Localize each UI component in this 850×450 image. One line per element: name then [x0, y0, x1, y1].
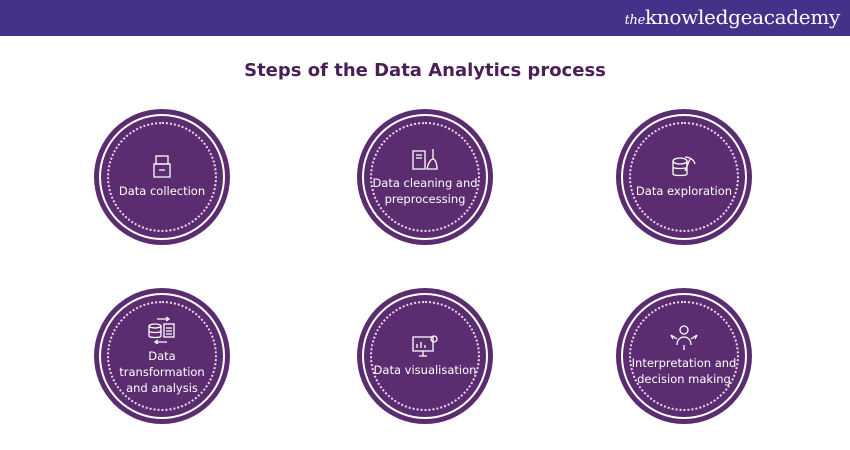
database-pickaxe-icon — [672, 156, 696, 177]
person-decision-icon — [670, 325, 698, 350]
step-label: Interpretation and decision making — [631, 356, 737, 386]
step-label: Data collection — [118, 184, 206, 198]
step-data-exploration: Data exploration — [616, 109, 752, 245]
step-label: Data transformation and analysis — [119, 349, 205, 395]
page-title: Steps of the Data Analytics process — [244, 60, 606, 81]
folder-documents-icon — [153, 155, 171, 178]
document-broom-icon — [412, 149, 438, 170]
brand-logo[interactable]: theknowledgeacademy — [624, 5, 841, 29]
step-label: Data exploration — [635, 184, 733, 198]
logo-prefix: the — [624, 13, 646, 28]
logo-main: knowledgeacademy — [645, 5, 840, 29]
step-label: Data visualisation — [373, 363, 477, 377]
presentation-chart-icon — [412, 335, 438, 357]
step-data-collection: Data collection — [94, 109, 230, 245]
database-transfer-icon — [148, 316, 175, 344]
header-bar: theknowledgeacademy — [0, 0, 850, 36]
step-data-cleaning: Data cleaning and preprocessing — [357, 109, 493, 245]
step-interpretation: Interpretation and decision making — [616, 288, 752, 424]
step-data-visualisation: Data visualisation — [357, 288, 493, 424]
step-label: Data cleaning and preprocessing — [372, 176, 478, 206]
step-data-transformation: Data transformation and analysis — [94, 288, 230, 424]
